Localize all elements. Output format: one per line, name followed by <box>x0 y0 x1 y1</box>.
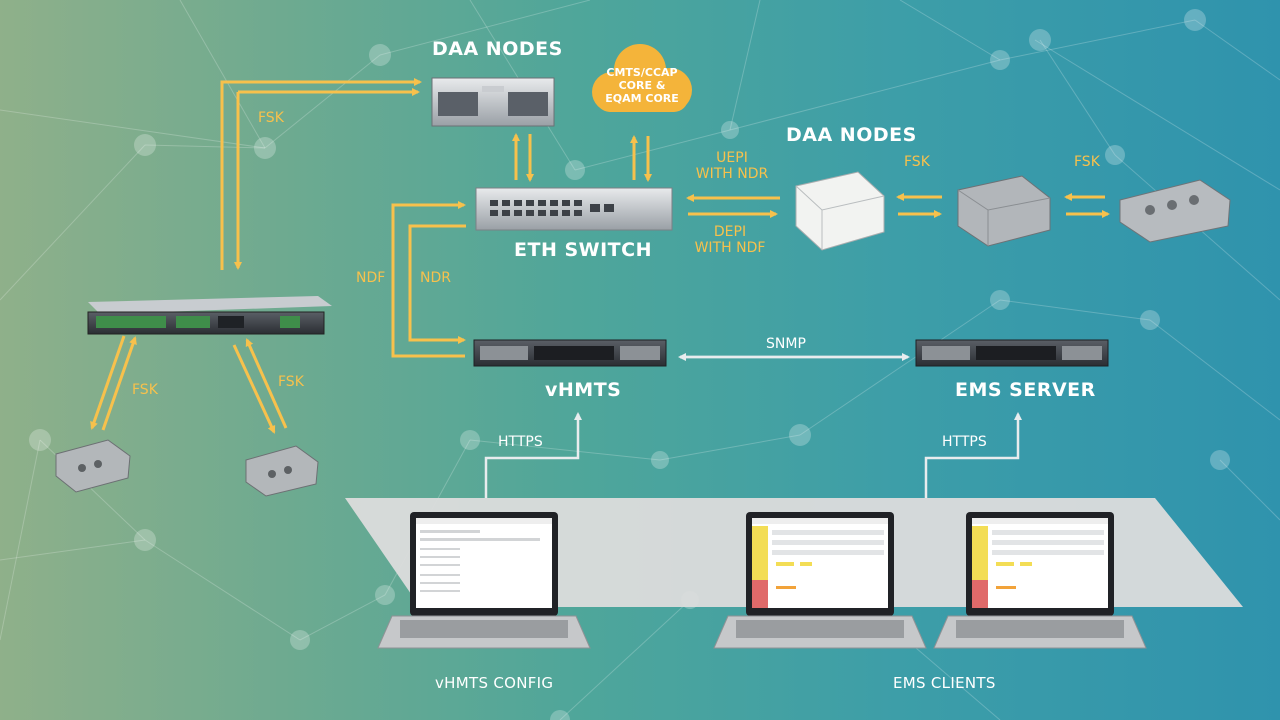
eth-switch-device <box>475 187 673 231</box>
fsk-top-label: FSK <box>258 110 284 126</box>
fsk-right-label: FSK <box>278 374 304 390</box>
daa-node-amplifier <box>1119 179 1231 243</box>
laptop-ems-client-1 <box>713 512 927 649</box>
fsk-node-right <box>245 445 319 497</box>
fsk-node1-label: FSK <box>904 154 930 170</box>
fsk-node2-label: FSK <box>1074 154 1100 170</box>
snmp-label: SNMP <box>766 336 806 352</box>
daa-nodes-right-label: DAA NODES <box>786 124 917 146</box>
https-left-label: HTTPS <box>498 434 543 450</box>
https-right-label: HTTPS <box>942 434 987 450</box>
daa-node-rack-unit <box>431 77 555 127</box>
vhmts-config-label: vHMTS CONFIG <box>435 674 554 692</box>
management-arrows <box>484 353 1022 498</box>
ems-server-label: EMS SERVER <box>955 379 1096 401</box>
ems-server <box>915 339 1109 367</box>
headend-rack-unit <box>87 296 332 335</box>
laptop-vhmts-config <box>377 512 591 649</box>
link-arrows <box>90 78 1110 434</box>
daa-nodes-top-label: DAA NODES <box>432 38 563 60</box>
laptop-ems-client-2 <box>933 512 1147 649</box>
fsk-left-label: FSK <box>132 382 158 398</box>
vhmts-label: vHMTS <box>545 379 622 401</box>
depi-label: DEPI WITH NDF <box>694 224 766 256</box>
daa-node-silver <box>957 175 1051 247</box>
ndr-label: NDR <box>420 270 451 286</box>
cmts-cloud-label: CMTS/CCAP CORE & EQAM CORE <box>605 66 679 105</box>
uepi-label: UEPI WITH NDR <box>695 150 769 182</box>
fsk-node-left <box>55 439 131 493</box>
daa-node-white <box>795 171 885 251</box>
ems-clients-label: EMS CLIENTS <box>893 674 996 692</box>
eth-switch-label: ETH SWITCH <box>514 239 652 261</box>
cmts-cloud-icon <box>592 44 692 112</box>
ndf-label: NDF <box>356 270 386 286</box>
vhmts-server <box>473 339 667 367</box>
